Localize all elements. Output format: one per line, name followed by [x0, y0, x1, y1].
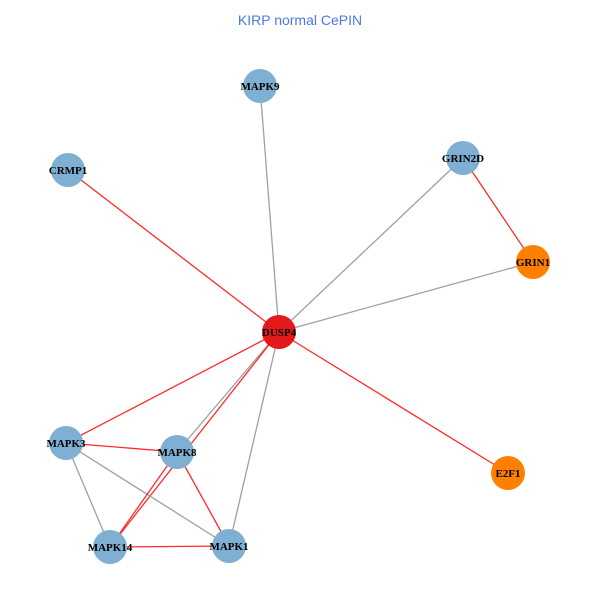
node-mapk3[interactable]: MAPK3 — [46, 426, 86, 460]
node-label: MAPK8 — [157, 447, 197, 459]
node-mapk9[interactable]: MAPK9 — [240, 69, 280, 103]
node-label: MAPK3 — [46, 438, 86, 450]
node-label: GRIN2D — [442, 153, 484, 165]
node-e2f1[interactable]: E2F1 — [491, 456, 525, 490]
edge-dusp4-e2f1 — [278, 331, 509, 474]
node-crmp1[interactable]: CRMP1 — [49, 153, 88, 187]
node-grin2d[interactable]: GRIN2D — [442, 141, 484, 175]
node-label: MAPK9 — [240, 81, 280, 93]
edge-mapk8-mapk1 — [176, 451, 230, 547]
node-circle — [446, 141, 480, 175]
node-label: DUSP4 — [262, 327, 297, 339]
edge-mapk3-mapk14 — [65, 442, 111, 548]
node-label: E2F1 — [495, 468, 520, 480]
edge-mapk3-mapk8 — [65, 442, 178, 453]
node-label: MAPK14 — [88, 542, 133, 554]
node-dusp4[interactable]: DUSP4 — [262, 315, 297, 349]
node-mapk14[interactable]: MAPK14 — [88, 530, 133, 564]
node-label: GRIN1 — [516, 257, 550, 269]
edge-mapk14-mapk1 — [109, 545, 230, 548]
node-circle — [516, 245, 550, 279]
edge-dusp4-mapk14 — [109, 331, 280, 548]
node-circle — [160, 435, 194, 469]
node-grin1[interactable]: GRIN1 — [516, 245, 550, 279]
node-circle — [243, 69, 277, 103]
node-mapk1[interactable]: MAPK1 — [209, 529, 249, 563]
node-circle — [93, 530, 127, 564]
edge-mapk8-mapk14 — [109, 451, 178, 548]
edge-grin2d-grin1 — [462, 157, 534, 263]
node-mapk8[interactable]: MAPK8 — [157, 435, 197, 469]
edge-dusp4-mapk8 — [176, 331, 280, 453]
node-label: MAPK1 — [209, 541, 248, 553]
node-circle — [49, 426, 83, 460]
node-circle — [491, 456, 525, 490]
edge-dusp4-grin2d — [278, 157, 464, 333]
edge-dusp4-mapk9 — [259, 85, 280, 333]
node-label: CRMP1 — [49, 165, 88, 177]
edge-dusp4-mapk1 — [228, 331, 280, 547]
diagram-title: KIRP normal CePIN — [237, 12, 363, 28]
node-circle — [262, 315, 296, 349]
edge-dusp4-mapk3 — [65, 331, 280, 444]
edge-dusp4-grin1 — [278, 261, 534, 333]
node-circle — [51, 153, 85, 187]
node-circle — [212, 529, 246, 563]
edge-dusp4-crmp1 — [67, 169, 280, 333]
